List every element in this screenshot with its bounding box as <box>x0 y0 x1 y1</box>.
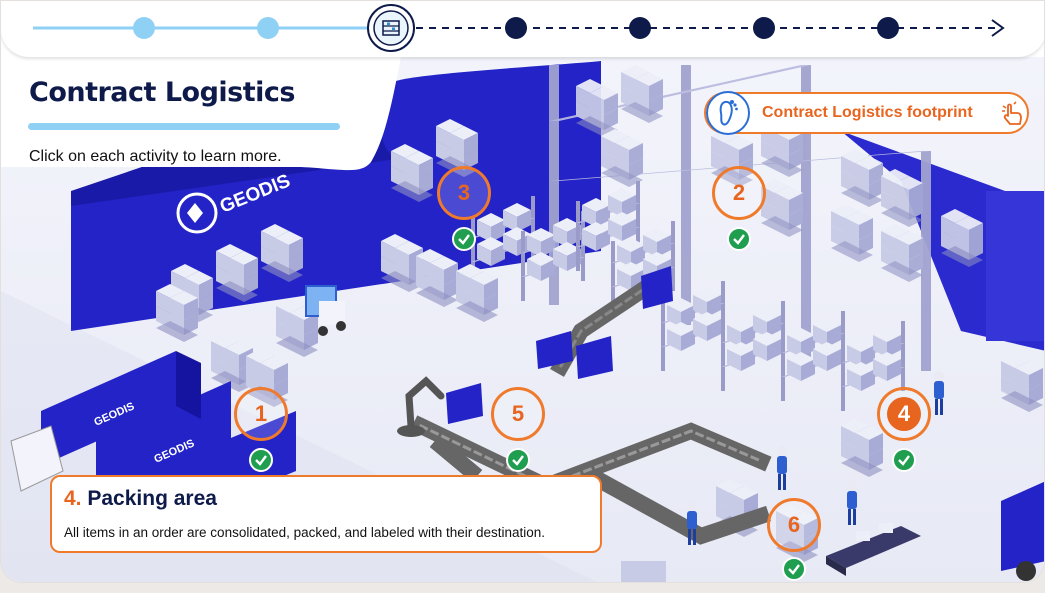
activity-number: 2 <box>732 180 746 205</box>
progress-step-6[interactable] <box>753 17 775 39</box>
completed-check-icon <box>727 227 751 251</box>
activity-number: 5 <box>511 401 525 426</box>
activity-info-panel: 4. Packing area All items in an order ar… <box>50 475 602 553</box>
module-progress-bar <box>1 1 1044 57</box>
activity-info-title: 4. Packing area <box>64 487 217 511</box>
activity-marker-2[interactable]: 2 <box>712 166 766 220</box>
progress-step-2[interactable] <box>257 17 279 39</box>
footprint-button[interactable]: Contract Logistics footprint <box>704 91 1029 135</box>
completed-check-icon <box>782 557 806 581</box>
activity-number: 6 <box>787 512 801 537</box>
activity-marker-3[interactable]: 3 <box>437 166 491 220</box>
progress-step-current[interactable] <box>367 4 415 52</box>
activity-info-description: All items in an order are consolidated, … <box>64 525 546 540</box>
footprint-button-label: Contract Logistics footprint <box>762 104 973 121</box>
completed-check-icon <box>506 448 530 472</box>
instruction-text: Click on each activity to learn more. <box>29 148 282 165</box>
footprint-icon <box>706 91 750 135</box>
active-marker-fill <box>887 397 921 431</box>
completed-check-icon <box>452 227 476 251</box>
activity-number: 4 <box>897 401 911 426</box>
activity-info-heading: Packing area <box>87 487 217 510</box>
activity-marker-6[interactable]: 6 <box>767 498 821 552</box>
activity-marker-5[interactable]: 5 <box>491 387 545 441</box>
activity-number: 3 <box>457 180 471 205</box>
tap-hand-icon <box>999 100 1027 128</box>
activity-marker-1[interactable]: 1 <box>234 387 288 441</box>
header: Contract Logistics Click on each activit… <box>1 57 421 177</box>
title-backdrop <box>1 57 401 171</box>
packing-station <box>826 523 921 576</box>
page-title: Contract Logistics <box>29 77 295 108</box>
completed-check-icon <box>249 448 273 472</box>
progress-step-1[interactable] <box>133 17 155 39</box>
activity-marker-4[interactable]: 4 <box>877 387 931 441</box>
progress-step-7[interactable] <box>877 17 899 39</box>
forklift <box>305 285 346 336</box>
robot-arm <box>397 376 445 437</box>
title-underline <box>28 123 340 130</box>
activity-number: 1 <box>254 401 268 426</box>
completed-check-icon <box>892 448 916 472</box>
progress-step-4[interactable] <box>505 17 527 39</box>
progress-step-5[interactable] <box>629 17 651 39</box>
activity-info-number: 4. <box>64 487 82 510</box>
warehouse-icon <box>373 10 409 46</box>
